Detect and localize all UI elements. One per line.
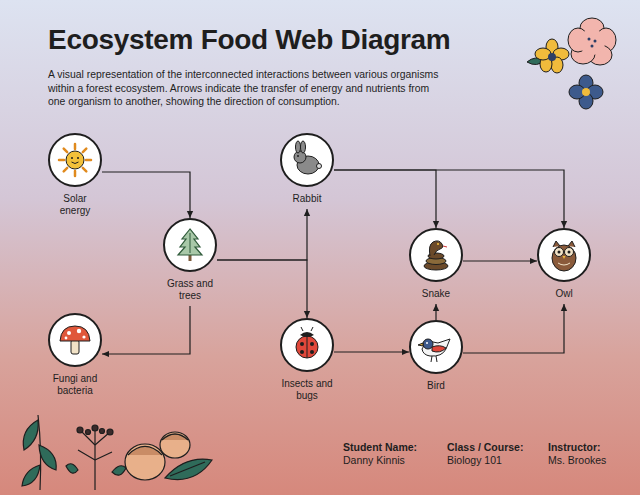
- energy-arrow: [334, 170, 436, 228]
- leaves-and-nuts: [22, 415, 212, 490]
- organism-label: Bird: [406, 380, 466, 392]
- organism-label: Owl: [534, 288, 594, 300]
- organism-label: Insects and bugs: [277, 378, 337, 402]
- organism-label: Snake: [406, 288, 466, 300]
- energy-arrow: [334, 351, 409, 352]
- diagram-caption: A visual representation of the interconn…: [48, 68, 448, 109]
- organism-label: Fungi and bacteria: [45, 373, 105, 397]
- footer-text: Class / Course:: [447, 441, 523, 454]
- footer-text: Biology 101: [447, 454, 502, 467]
- footer-text: Student Name:: [343, 441, 417, 454]
- energy-arrow: [463, 304, 564, 353]
- diagram-title: Ecosystem Food Web Diagram: [48, 24, 450, 56]
- organism-circle: Rabbit: [280, 133, 334, 187]
- energy-arrow: [334, 170, 564, 228]
- organism-circle: Insects and bugs: [280, 318, 334, 372]
- organism-circle: Bird: [409, 320, 463, 374]
- organism-label: Solar energy: [53, 193, 97, 217]
- organism-circle: Grass and trees: [163, 218, 217, 272]
- footer-text: Danny Kinnis: [343, 454, 405, 467]
- organism-icon: [170, 225, 210, 265]
- organism-icon: [416, 327, 456, 367]
- organism-circle: Snake: [409, 228, 463, 282]
- organism-icon: [287, 325, 327, 365]
- energy-arrow: [463, 260, 537, 261]
- organism-label: Rabbit: [277, 193, 337, 205]
- organism-icon: [55, 140, 95, 180]
- footer-text: Ms. Brookes: [548, 454, 606, 467]
- energy-arrow: [217, 260, 307, 318]
- flowers: [527, 18, 616, 109]
- organism-icon: [416, 235, 456, 275]
- energy-arrow: [102, 306, 190, 354]
- organism-circle: Fungi and bacteria: [48, 313, 102, 367]
- organism-circle: Owl: [537, 228, 591, 282]
- energy-arrow: [217, 209, 307, 260]
- organism-icon: [55, 320, 95, 360]
- energy-arrow: [435, 304, 436, 320]
- organism-icon: [544, 235, 584, 275]
- organism-icon: [287, 140, 327, 180]
- organism-label: Grass and trees: [160, 278, 220, 302]
- organism-circle: Solar energy: [48, 133, 102, 187]
- energy-arrow: [102, 172, 190, 218]
- footer-text: Instructor:: [548, 441, 601, 454]
